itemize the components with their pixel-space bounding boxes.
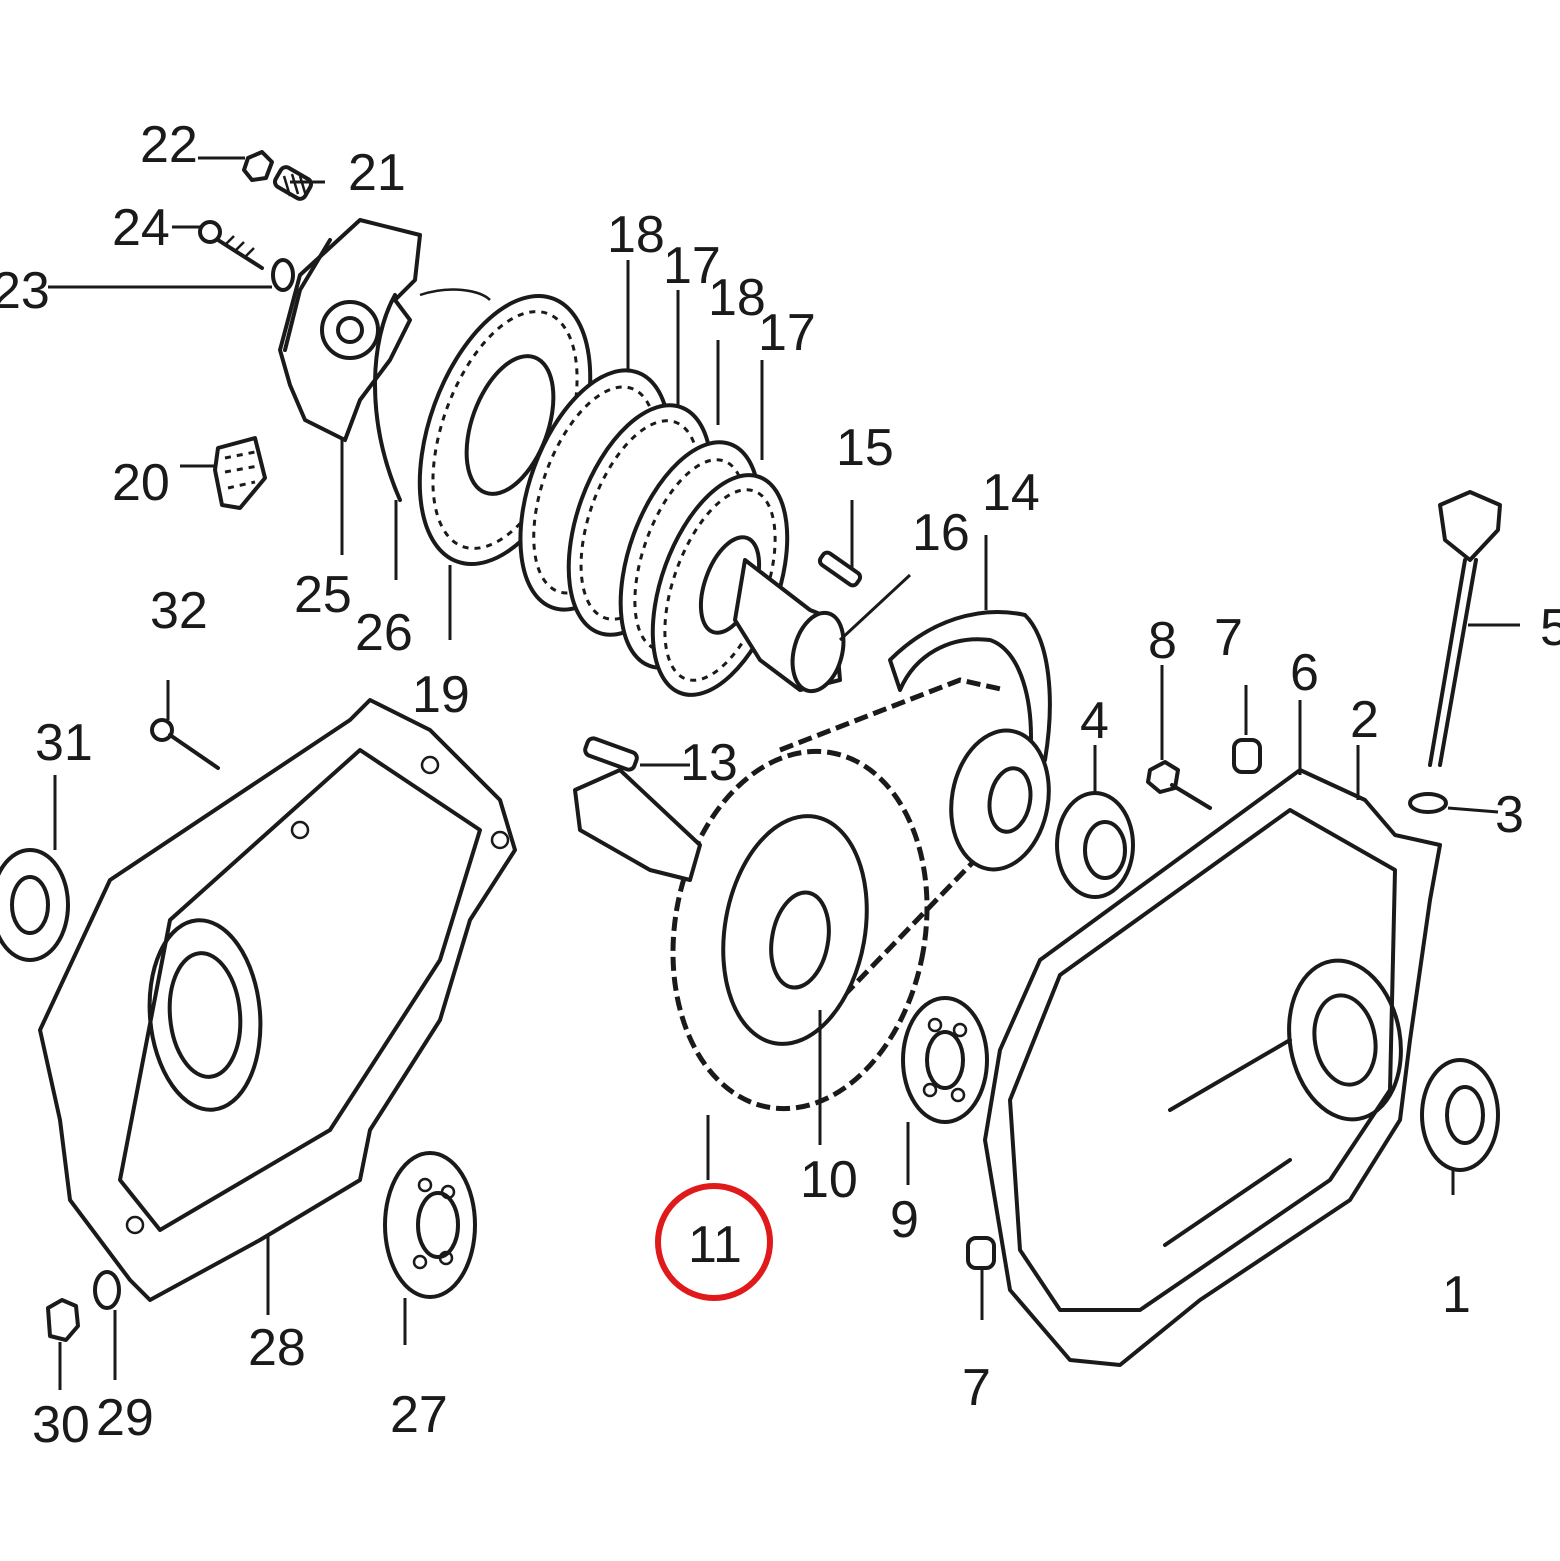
callout-25: 25	[294, 566, 352, 624]
oring-3	[1408, 792, 1448, 814]
callout-22: 22	[140, 116, 198, 174]
callout-9: 9	[890, 1191, 919, 1249]
small-sprocket	[949, 728, 1051, 872]
output-shaft	[573, 768, 702, 882]
callout-7-lower: 7	[962, 1359, 991, 1417]
callout-31: 31	[35, 714, 93, 772]
callout-26: 26	[355, 604, 413, 662]
dowel-pin-7a	[1232, 738, 1262, 774]
key-15	[817, 550, 863, 588]
gear-case-cover-2	[983, 768, 1442, 1367]
callout-11: 11	[688, 1216, 742, 1274]
callout-20: 20	[112, 454, 170, 512]
bolt-8	[1146, 760, 1212, 810]
washer-29	[93, 1270, 121, 1310]
key-13	[583, 736, 639, 772]
callout-14: 14	[982, 464, 1040, 522]
circlip-26	[373, 288, 491, 502]
callout-28: 28	[248, 1319, 306, 1377]
callout-7-upper: 7	[1214, 609, 1243, 667]
seal-4	[1055, 791, 1135, 899]
drain-plug-30	[46, 1298, 80, 1342]
callout-6: 6	[1290, 644, 1319, 702]
callout-19-upper: 19	[412, 666, 470, 724]
dowel-pin-7b	[966, 1236, 996, 1270]
bearing-9	[901, 996, 989, 1124]
nut-22	[242, 150, 274, 182]
callout-4: 4	[1080, 692, 1109, 750]
callout-18-second: 18	[708, 269, 766, 327]
seal-31	[0, 848, 70, 962]
clutch-hub-16	[733, 558, 846, 694]
bolt-32	[150, 718, 220, 770]
callout-18-first: 18	[607, 206, 665, 264]
large-sprocket	[721, 814, 869, 1046]
callout-2: 2	[1350, 691, 1379, 749]
callout-17-second: 17	[758, 304, 816, 362]
seal-1	[1420, 1058, 1500, 1172]
callout-23: 23	[0, 262, 50, 320]
clutch-retainer-plate	[278, 218, 422, 442]
callout-13: 13	[680, 734, 738, 792]
bearing-27	[383, 1151, 477, 1299]
callout-21: 21	[348, 144, 406, 202]
callout-labels: 22 21 24 23 20 25 26 19 18 17 18 17 15 1…	[0, 116, 1560, 1454]
callout-17-first: 17	[663, 237, 721, 295]
highlight-circle	[655, 1183, 773, 1301]
callout-24: 24	[112, 199, 170, 257]
callout-5: 5	[1540, 599, 1560, 657]
callout-3: 3	[1495, 786, 1524, 844]
callout-29: 29	[96, 1389, 154, 1447]
crankcase-cover-28	[38, 698, 517, 1302]
callout-30: 30	[32, 1396, 90, 1454]
callout-10: 10	[800, 1151, 858, 1209]
drive-chain-11	[670, 677, 1006, 1112]
callout-16: 16	[912, 504, 970, 562]
washer-23	[271, 258, 295, 292]
dipstick-5	[1428, 490, 1502, 767]
callout-8: 8	[1148, 612, 1177, 670]
callout-32: 32	[150, 582, 208, 640]
bolt-24	[198, 220, 264, 270]
leader-lines	[48, 156, 1520, 1390]
weight-20	[213, 436, 267, 510]
callout-27: 27	[390, 1386, 448, 1444]
callout-1: 1	[1442, 1266, 1471, 1324]
callout-15: 15	[836, 419, 894, 477]
